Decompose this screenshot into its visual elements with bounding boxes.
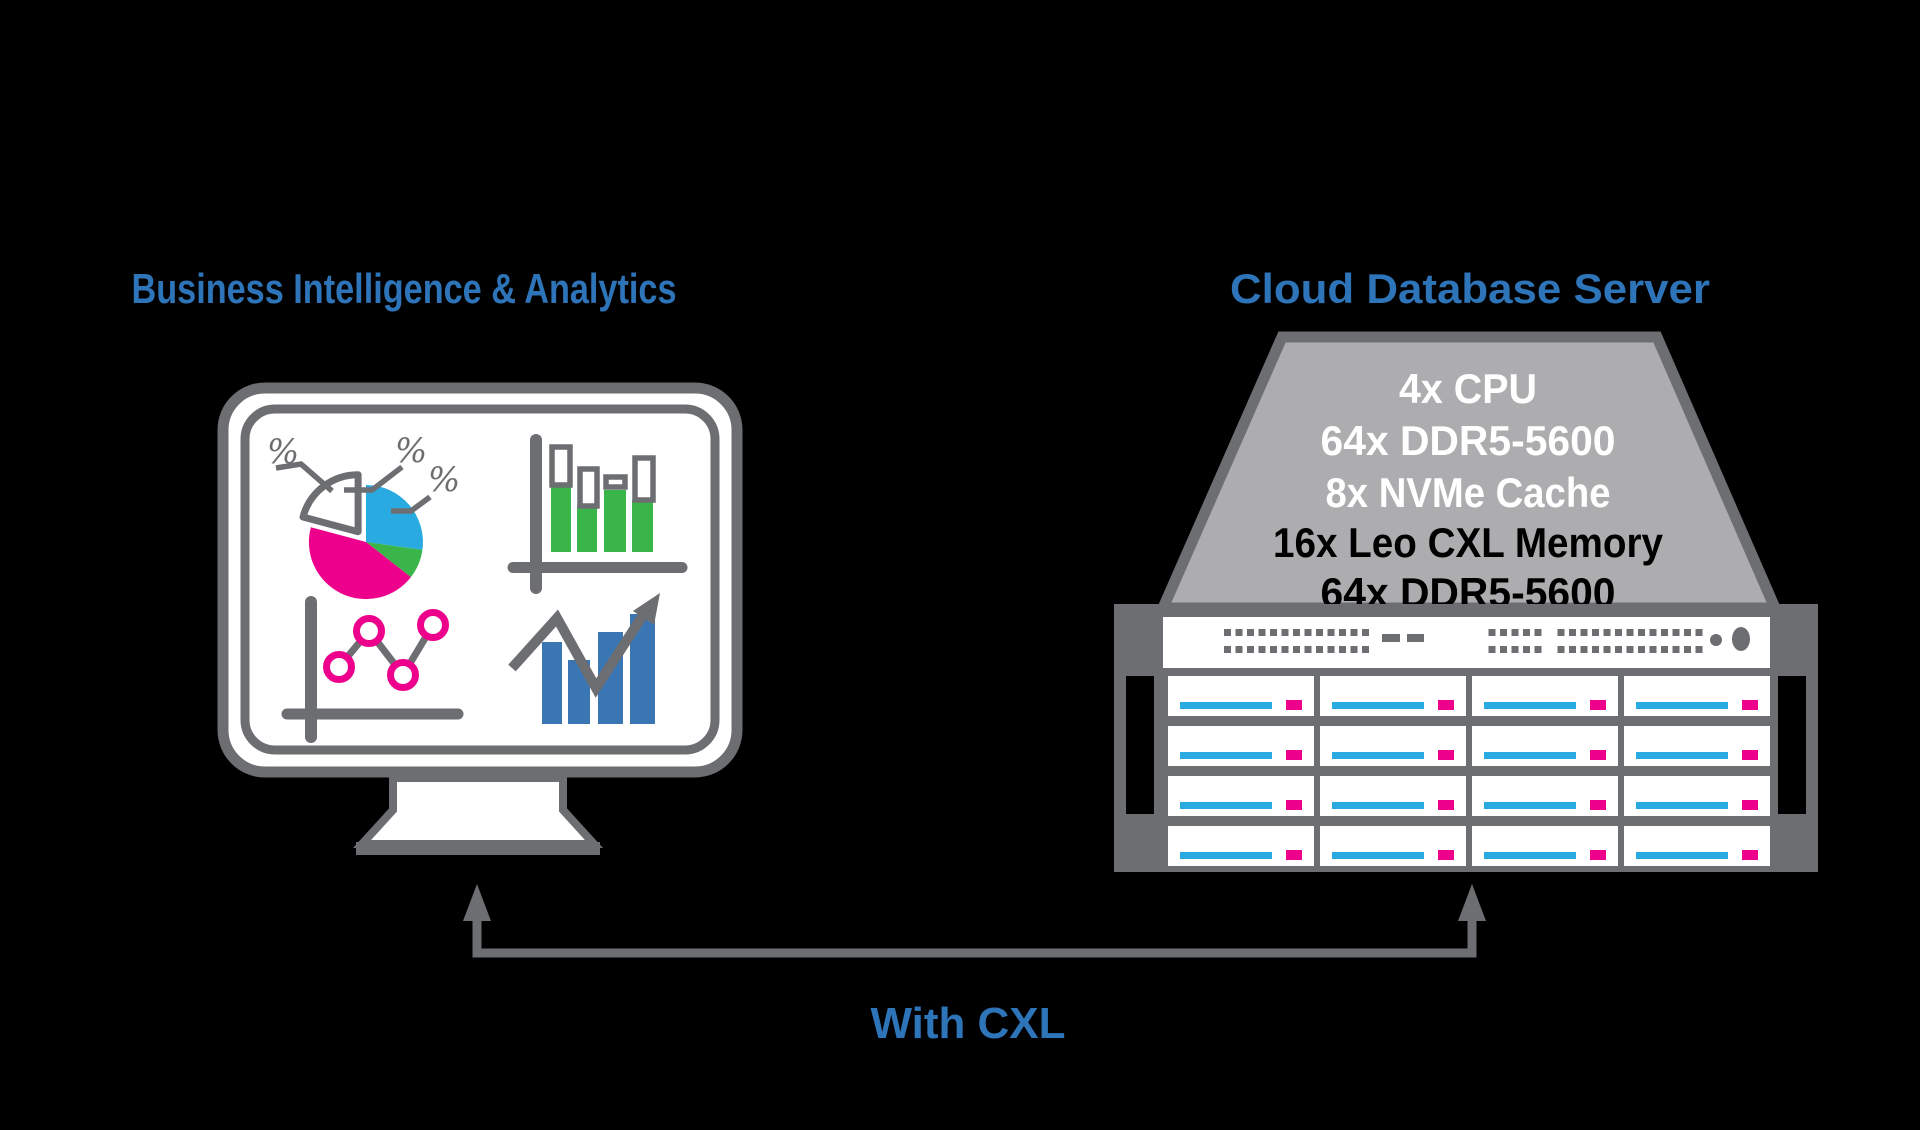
bar-outline [549, 444, 573, 488]
vent-grid [1224, 629, 1371, 653]
server-spec-line: 16x Leo CXL Memory [1273, 519, 1664, 566]
vent-grid [1557, 629, 1704, 653]
drive-card [1320, 676, 1466, 716]
drive-card [1472, 676, 1618, 716]
bar-green [577, 506, 597, 552]
pie-chart-icon: % % % [267, 431, 460, 600]
drive-card [1320, 826, 1466, 866]
bar-outline [577, 466, 600, 509]
pie-slice-blue [366, 485, 423, 550]
bar-chart-icon [507, 434, 688, 594]
drive-card [1624, 726, 1770, 766]
drive-card [1624, 826, 1770, 866]
monitor-stand-base [356, 842, 600, 855]
bar-green [632, 500, 653, 552]
drive-card [1168, 776, 1314, 816]
percent-label: % [267, 432, 299, 472]
rack-rail-slot-left [1126, 676, 1154, 814]
arrowhead-right [1458, 884, 1486, 921]
bar-outline [603, 474, 628, 490]
percent-leader-line [344, 464, 404, 493]
double-up-arrow-connector [463, 884, 1486, 958]
trending-up-arrow-icon [508, 593, 660, 724]
growth-bar [542, 642, 562, 724]
vent-grid [1488, 629, 1542, 653]
drive-card [1168, 826, 1314, 866]
line-chart-path [336, 623, 437, 682]
data-point [417, 609, 449, 641]
bar-green [604, 490, 626, 552]
drive-card [1472, 726, 1618, 766]
drive-card [1320, 776, 1466, 816]
bar-green [551, 485, 571, 552]
data-point [387, 659, 419, 691]
drive-card [1168, 676, 1314, 716]
vent-dash [1382, 634, 1400, 642]
data-point [353, 615, 385, 647]
drive-card [1320, 726, 1466, 766]
bar-outline [632, 455, 656, 503]
server-spec-line: 64x DDR5-5600 [1321, 417, 1616, 464]
percent-leader-line [391, 494, 432, 514]
rack-rail-slot-right [1778, 676, 1806, 814]
power-button [1732, 627, 1750, 651]
right-section-title: Cloud Database Server [1230, 265, 1710, 312]
drive-card [1168, 726, 1314, 766]
monitor-icon: % % % [217, 382, 743, 855]
drive-card [1472, 776, 1618, 816]
drive-card [1624, 676, 1770, 716]
percent-leader-line [275, 461, 334, 494]
connector-label: With CXL [871, 999, 1066, 1048]
vent-dash [1407, 634, 1424, 642]
arrowhead-left [463, 884, 491, 921]
monitor-stand [352, 774, 604, 848]
trend-line [508, 609, 650, 698]
rack-vent-panel [1163, 617, 1770, 668]
pie-slice-green [366, 542, 423, 578]
data-point [323, 651, 355, 683]
pie-slice-magenta [308, 527, 411, 600]
connector-line [472, 916, 1477, 958]
server-spec-line: 8x NVMe Cache [1326, 469, 1611, 516]
server-rack-icon: 4x CPU 64x DDR5-5600 8x NVMe Cache 16x L… [1114, 331, 1818, 872]
percent-label: % [428, 460, 460, 500]
left-section-title: Business Intelligence & Analytics [132, 265, 677, 312]
drive-card [1472, 826, 1618, 866]
server-spec-line: 4x CPU [1399, 365, 1537, 412]
drive-card [1624, 776, 1770, 816]
line-chart-icon [281, 596, 464, 743]
trend-arrowhead [633, 593, 660, 625]
power-led [1710, 634, 1722, 646]
percent-label: % [395, 431, 427, 471]
